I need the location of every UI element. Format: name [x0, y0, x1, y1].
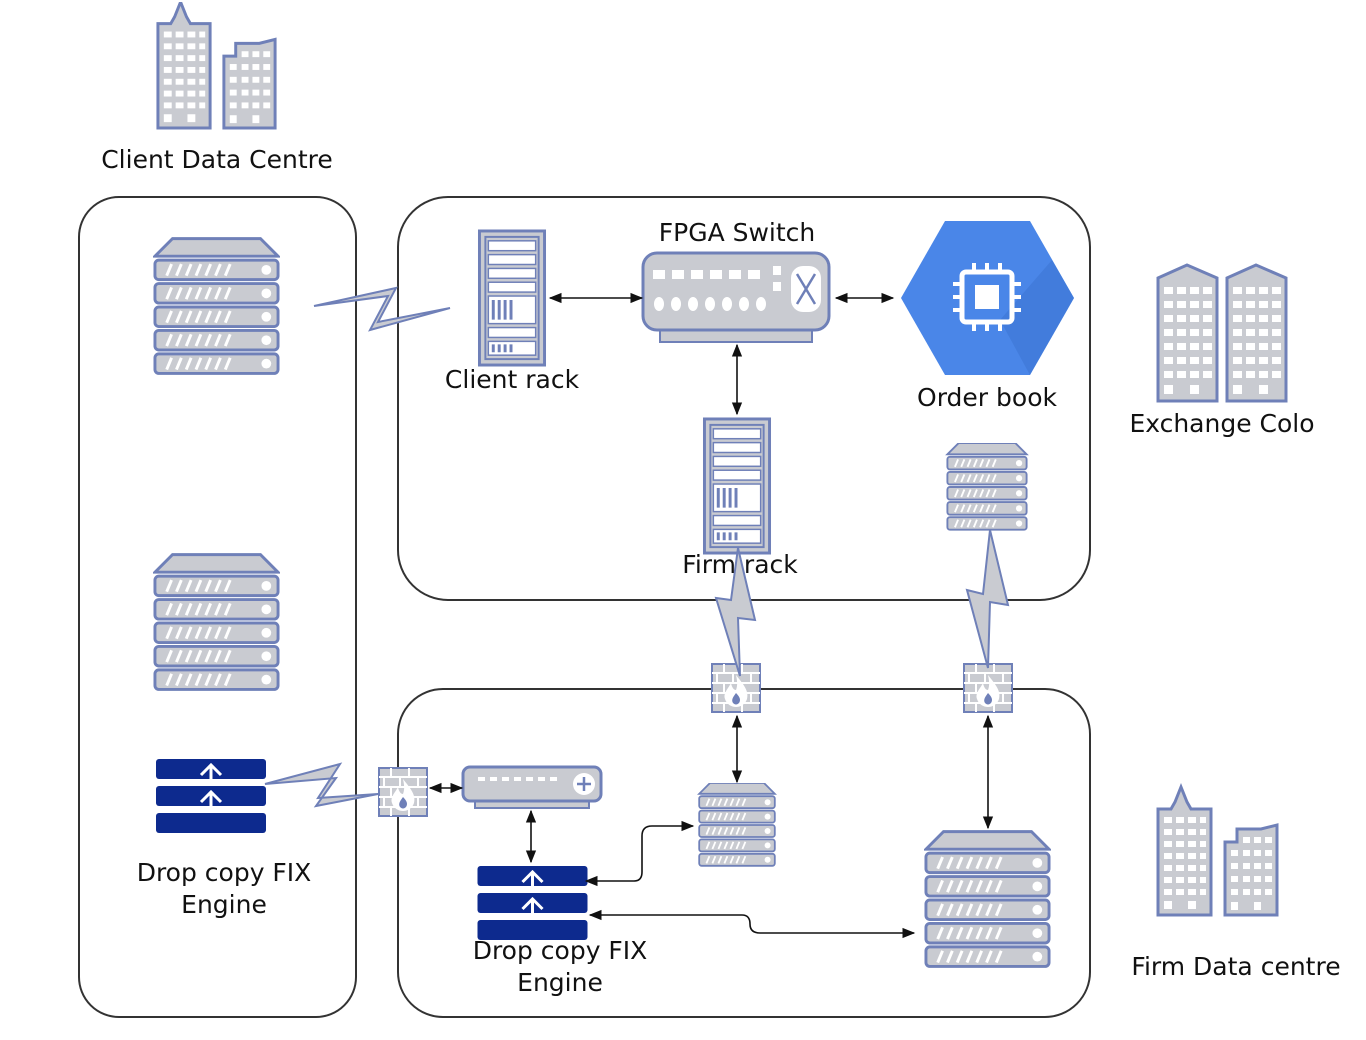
client-data-centre-label: Client Data Centre	[101, 145, 333, 174]
firm-fix-engine-label-line2: Engine	[517, 968, 603, 997]
exchange-server-to-firewall-wan-link	[965, 529, 1010, 669]
firm-small-server-icon	[698, 783, 776, 867]
firewall-exchange-right-icon	[963, 663, 1013, 713]
client-building-icon	[156, 2, 277, 130]
firm-building-icon	[1156, 785, 1279, 917]
client-fix-engine-label-line1: Drop copy FIX	[136, 858, 312, 887]
firm-rack-label: Firm rack	[682, 550, 798, 579]
client-data-centre-boundary	[78, 196, 357, 1018]
firm-rack-icon	[702, 417, 772, 555]
client-rack-label: Client rack	[444, 365, 580, 394]
exchange-server-icon	[946, 443, 1028, 531]
client-fix-engine-label: Drop copy FIX Engine	[137, 857, 312, 921]
firm-fix-engine-icon	[477, 866, 588, 941]
network-switch-icon	[461, 765, 603, 809]
firm-fix-engine-label: Drop copy FIX Engine	[473, 935, 648, 999]
client-rack-icon	[477, 229, 547, 367]
firewall-client-icon	[378, 767, 428, 817]
firm-large-server-icon	[924, 830, 1051, 968]
firm-fix-engine-label-line1: Drop copy FIX	[472, 936, 648, 965]
client-server-middle-icon	[153, 553, 280, 691]
exchange-colo-label: Exchange Colo	[1129, 409, 1315, 438]
client-fix-engine-icon	[155, 759, 267, 834]
fix-engine-to-small-server-connector	[584, 820, 695, 887]
fpga-switch-label: FPGA Switch	[658, 218, 816, 247]
firm-rack-to-firewall-wan-link	[714, 547, 757, 677]
client-fix-engine-label-line2: Engine	[181, 890, 267, 919]
fix-engine-to-large-server-connector	[588, 909, 916, 939]
firewall-exchange-left-icon	[711, 663, 761, 713]
firm-data-centre-label: Firm Data centre	[1131, 952, 1341, 981]
order-book-chip-icon	[901, 221, 1074, 375]
fpga-switch-icon	[641, 251, 831, 343]
order-book-label: Order book	[917, 383, 1057, 412]
client-fix-to-firewall-wan-link	[264, 762, 379, 808]
exchange-building-icon	[1156, 263, 1288, 403]
client-server-top-icon	[153, 237, 280, 375]
client-to-colo-wan-link	[313, 286, 451, 332]
